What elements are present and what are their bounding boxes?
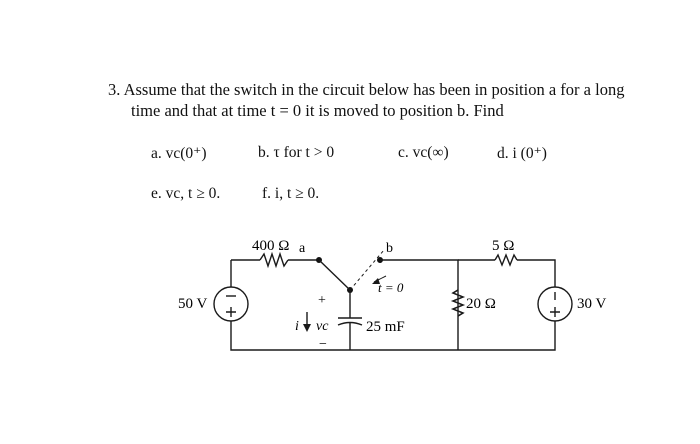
part-e: e. vc, t ≥ 0. [151,185,221,202]
label-r3: 20 Ω [466,296,496,312]
part-a: a. vc(0⁺) [151,145,207,162]
label-pos-b: b [386,241,393,256]
problem-line-1: 3. Assume that the switch in the circuit… [108,80,625,99]
switch-arrow-head [372,278,380,284]
voltage-source-30v [537,286,573,322]
part-c: c. vc(∞) [398,144,449,161]
label-vc-minus: − [319,337,327,352]
switch-dashed-path [349,249,385,291]
resistor-5 [494,253,518,267]
label-vc: vc [316,319,329,334]
wire-right-b [380,259,459,350]
wire-top-right-2 [517,259,556,287]
current-arrow-head [303,324,311,332]
label-switch-time: t = 0 [378,280,404,295]
label-vc-plus: + [318,293,326,308]
part-d: d. i (0⁺) [497,145,547,162]
problem-line-2: time and that at time t = 0 it is moved … [131,101,504,120]
capacitor-plate-bottom [337,321,363,326]
resistor-400 [259,251,289,269]
label-r1: 400 Ω [252,238,289,254]
label-source-left: 50 V [178,296,207,312]
label-current: i [295,319,299,334]
wire-bottom [230,321,458,351]
label-r2: 5 Ω [492,238,514,254]
source2-plus-sign [550,307,560,317]
wire-bottom-right [458,321,556,351]
part-b: b. τ for t > 0 [258,144,335,161]
source-plus-sign [226,307,236,317]
voltage-source-50v [213,286,249,322]
resistor-20 [451,289,465,317]
label-source-right: 30 V [577,296,606,312]
label-capacitor: 25 mF [366,319,405,335]
label-pos-a: a [299,241,306,256]
switch-blade [318,259,351,291]
part-f: f. i, t ≥ 0. [262,185,320,202]
